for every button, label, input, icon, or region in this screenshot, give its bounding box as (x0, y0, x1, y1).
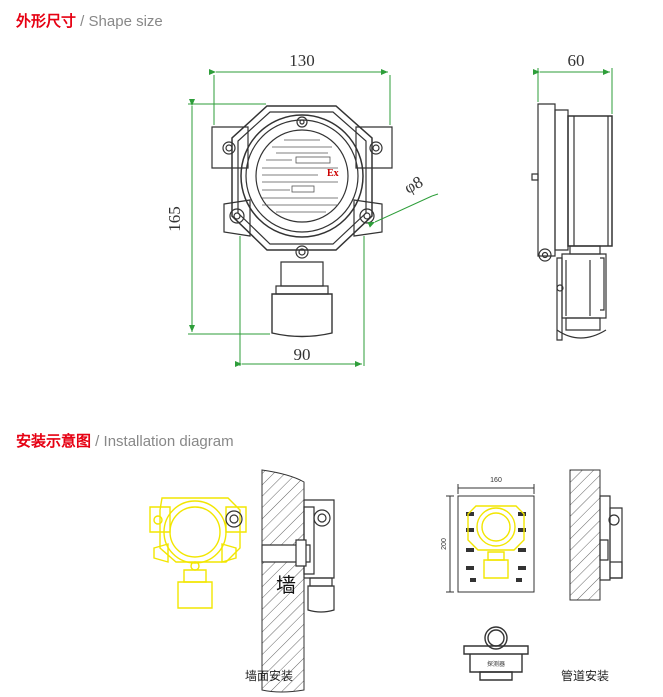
pipe-dim-160: 160 (490, 477, 502, 484)
installation-title-en: Installation diagram (103, 433, 234, 450)
shape-size-title: 外形尺寸 / Shape size (16, 10, 163, 31)
dim-bottom-90: 90 (294, 345, 311, 364)
probe-label: 探测器 (487, 660, 505, 668)
side-dimensions (533, 68, 613, 114)
side-view (531, 103, 613, 341)
dim-depth-60: 60 (568, 51, 585, 70)
dim-hole-8: φ8 (401, 172, 426, 197)
dim-width-130: 130 (289, 51, 315, 70)
pipe-install-front (446, 484, 535, 593)
shape-size-title-cn: 外形尺寸 (16, 12, 77, 30)
caption-wall-install: 墙面安装 (245, 669, 294, 683)
ex-mark: Ex (327, 168, 339, 179)
installation-title-cn: 安装示意图 (16, 432, 92, 450)
installation-title: 安装示意图 / Installation diagram (16, 430, 234, 451)
pipe-install-side (569, 469, 623, 601)
wall-install-side (261, 469, 335, 693)
pipe-dim-200: 200 (441, 538, 448, 550)
wall-char: 墙 (276, 573, 296, 597)
shape-size-title-en: Shape size (88, 13, 163, 30)
dim-height-165: 165 (165, 206, 184, 232)
wall-install-screw (225, 510, 243, 528)
front-dimensions (188, 69, 439, 367)
shape-size-separator: / (76, 13, 89, 30)
front-view (211, 105, 393, 338)
pipe-clamp (463, 626, 529, 681)
installation-separator: / (91, 433, 104, 450)
wall-install-front-highlight (149, 497, 247, 609)
caption-pipe-install: 管道安装 (561, 669, 610, 683)
